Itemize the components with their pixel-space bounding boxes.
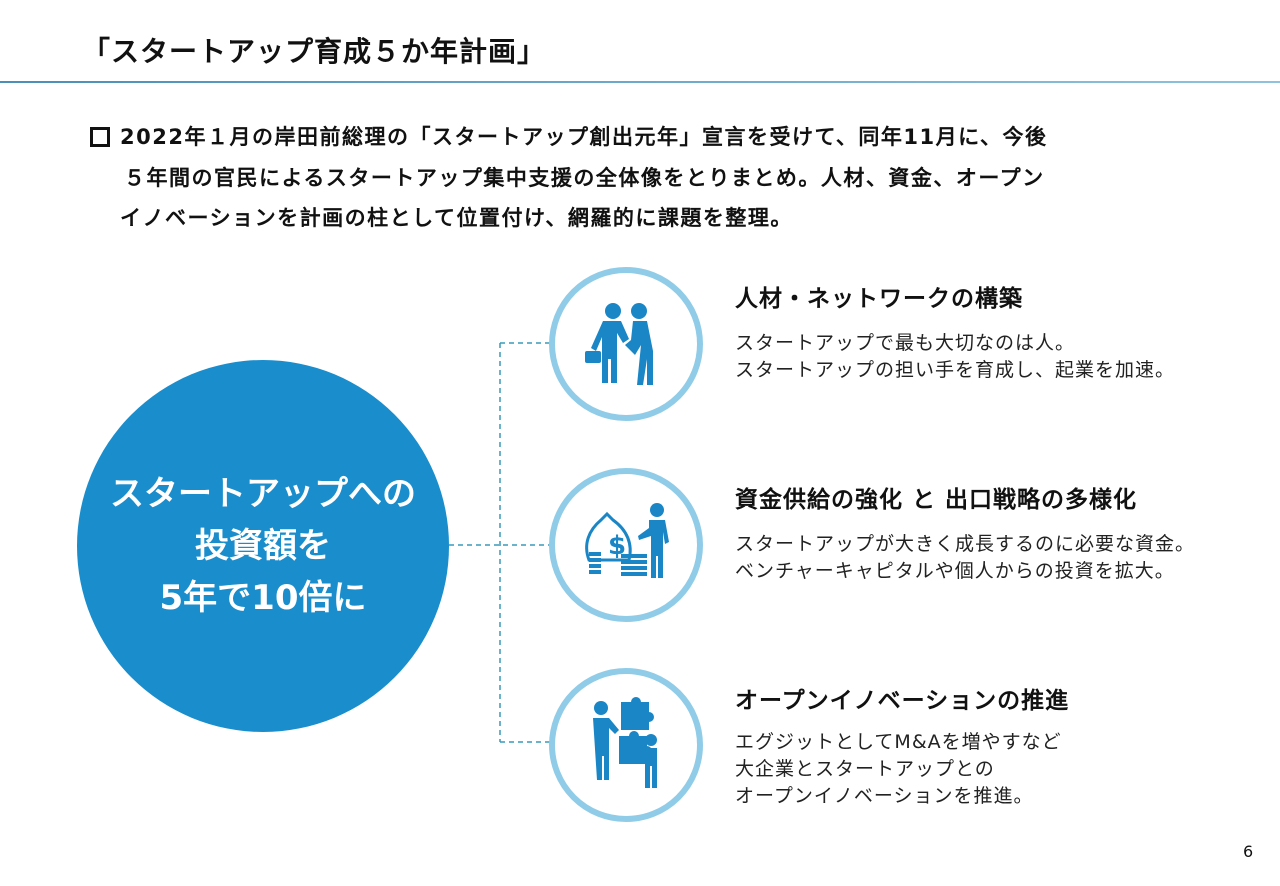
puzzle-collaboration-icon (593, 697, 657, 788)
pillar-body-line: 大企業とスタートアップとの (735, 758, 995, 780)
pillar-heading: 資金供給の強化 と 出口戦略の多様化 (735, 487, 1138, 513)
pillar-heading: 人材・ネットワークの構築 (735, 286, 1023, 312)
pillar-body-line: スタートアップが大きく成長するのに必要な資金。 (735, 533, 1196, 555)
handshake-icon (585, 303, 653, 385)
page-number: 6 (1243, 842, 1254, 861)
pillar-heading: オープンイノベーションの推進 (735, 688, 1070, 714)
square-bullet-icon (90, 127, 110, 147)
bullet-text-line: ５年間の官民によるスタートアップ集中支援の全体像をとりまとめ。人材、資金、オープ… (124, 166, 1045, 190)
goal-circle: スタートアップへの 投資額を 5年で10倍に (77, 360, 449, 732)
pillar-icon-circle (549, 668, 703, 822)
bullet-text-line: イノベーションを計画の柱として位置付け、網羅的に課題を整理。 (120, 206, 793, 230)
goal-line: スタートアップへの (110, 474, 416, 514)
svg-text:$: $ (608, 531, 626, 561)
goal-line: 5年で10倍に (159, 578, 367, 618)
goal-line: 投資額を (195, 526, 331, 566)
title-divider (0, 81, 1280, 83)
money-bag-icon: $ (585, 503, 669, 578)
pillar-icon-circle: $ (549, 468, 703, 622)
pillar-icon-circle (549, 267, 703, 421)
pillar-body-line: スタートアップの担い手を育成し、起業を加速。 (735, 359, 1176, 381)
pillar-body-line: スタートアップで最も大切なのは人。 (735, 332, 1076, 354)
pillar-body-line: オープンイノベーションを推進。 (735, 785, 1034, 807)
bullet-text-line: 2022年１月の岸田前総理の「スタートアップ創出元年」宣言を受けて、同年11月に… (120, 125, 1048, 149)
pillar-body-line: ベンチャーキャピタルや個人からの投資を拡大。 (735, 560, 1175, 582)
slide-title: 「スタートアップ育成５か年計画」 (82, 35, 547, 68)
pillar-body-line: エグジットとしてM&Aを増やすなど (735, 731, 1062, 753)
